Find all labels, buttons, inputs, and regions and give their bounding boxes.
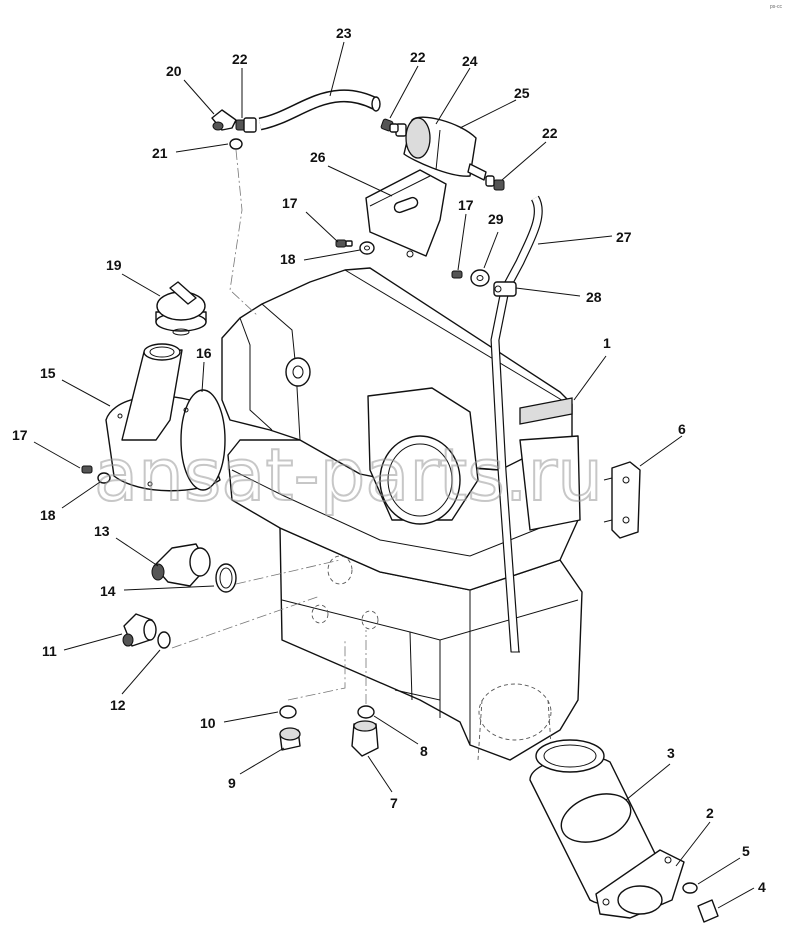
callout-22-left: 22 [232, 51, 248, 67]
callout-10: 10 [200, 715, 216, 731]
filler-cap [155, 281, 207, 336]
callout-4: 4 [758, 879, 766, 895]
callout-22-middle: 22 [410, 49, 426, 65]
callout-13: 13 [94, 523, 110, 539]
o-ring-12 [157, 631, 171, 649]
fuel-line-hose [490, 195, 543, 653]
callout-15: 15 [40, 365, 56, 381]
callout-6: 6 [678, 421, 686, 437]
callout-21: 21 [152, 145, 168, 161]
watermark: ansat-parts.ru [94, 433, 603, 517]
corner-code: ps-cc [770, 4, 782, 10]
elbow-fitting-11 [122, 613, 157, 647]
callout-17-left: 17 [12, 427, 28, 443]
callout-5: 5 [742, 843, 750, 859]
washer-29 [470, 269, 490, 287]
washer-18-left [97, 472, 111, 484]
callout-9: 9 [228, 775, 236, 791]
o-ring-14 [215, 563, 237, 593]
callout-19: 19 [106, 257, 122, 273]
callout-18-left: 18 [40, 507, 56, 523]
hose-23 [258, 89, 381, 131]
callout-28: 28 [586, 289, 602, 305]
washer-5 [682, 882, 698, 894]
leader-lines [33, 41, 755, 909]
washer-21 [229, 138, 243, 150]
callout-16: 16 [196, 345, 212, 361]
callout-11: 11 [42, 643, 57, 659]
connector-22-right [485, 175, 505, 191]
phantom-line-12 [171, 595, 321, 649]
screw-17-left [81, 465, 93, 474]
mounting-bracket [365, 169, 447, 258]
callout-3: 3 [667, 745, 675, 761]
phantom-line-10 [287, 640, 346, 701]
elbow-fitting-7 [351, 720, 379, 757]
callout-17-top: 17 [282, 195, 298, 211]
elbow-fitting-20 [211, 109, 237, 131]
o-ring-8 [357, 705, 375, 719]
callout-14: 14 [100, 583, 116, 599]
connector-22-middle [380, 118, 399, 133]
callout-20: 20 [166, 63, 182, 79]
filler-neck [105, 343, 226, 492]
o-ring-3 [560, 793, 632, 843]
callout-26: 26 [310, 149, 326, 165]
callout-labels: 1 2 3 4 5 6 7 8 9 10 11 12 13 14 15 16 1… [12, 25, 766, 895]
mounting-flange-2 [595, 849, 685, 919]
o-ring-10 [279, 705, 297, 719]
plug-9 [279, 727, 301, 751]
callout-24: 24 [462, 53, 478, 69]
elbow-fitting-13 [151, 543, 211, 587]
callout-1: 1 [603, 335, 611, 351]
callout-2: 2 [706, 805, 714, 821]
callout-25: 25 [514, 85, 530, 101]
hose-clip [493, 281, 517, 297]
callout-17-right: 17 [458, 197, 474, 213]
callout-27: 27 [616, 229, 632, 245]
screw-17-top [335, 239, 353, 248]
fuel-filter [395, 116, 487, 181]
callout-29: 29 [488, 211, 504, 227]
retainer-plate-6 [603, 461, 641, 539]
bolt-4 [697, 899, 719, 923]
callout-23: 23 [336, 25, 352, 41]
screw-17-right [451, 270, 463, 279]
phantom-line-21 [229, 149, 259, 317]
callout-22-right: 22 [542, 125, 558, 141]
callout-7: 7 [390, 795, 398, 811]
callout-8: 8 [420, 743, 428, 759]
callout-18-top: 18 [280, 251, 296, 267]
washer-18-top [359, 241, 375, 255]
connector-22-left [235, 117, 257, 133]
callout-12: 12 [110, 697, 126, 713]
